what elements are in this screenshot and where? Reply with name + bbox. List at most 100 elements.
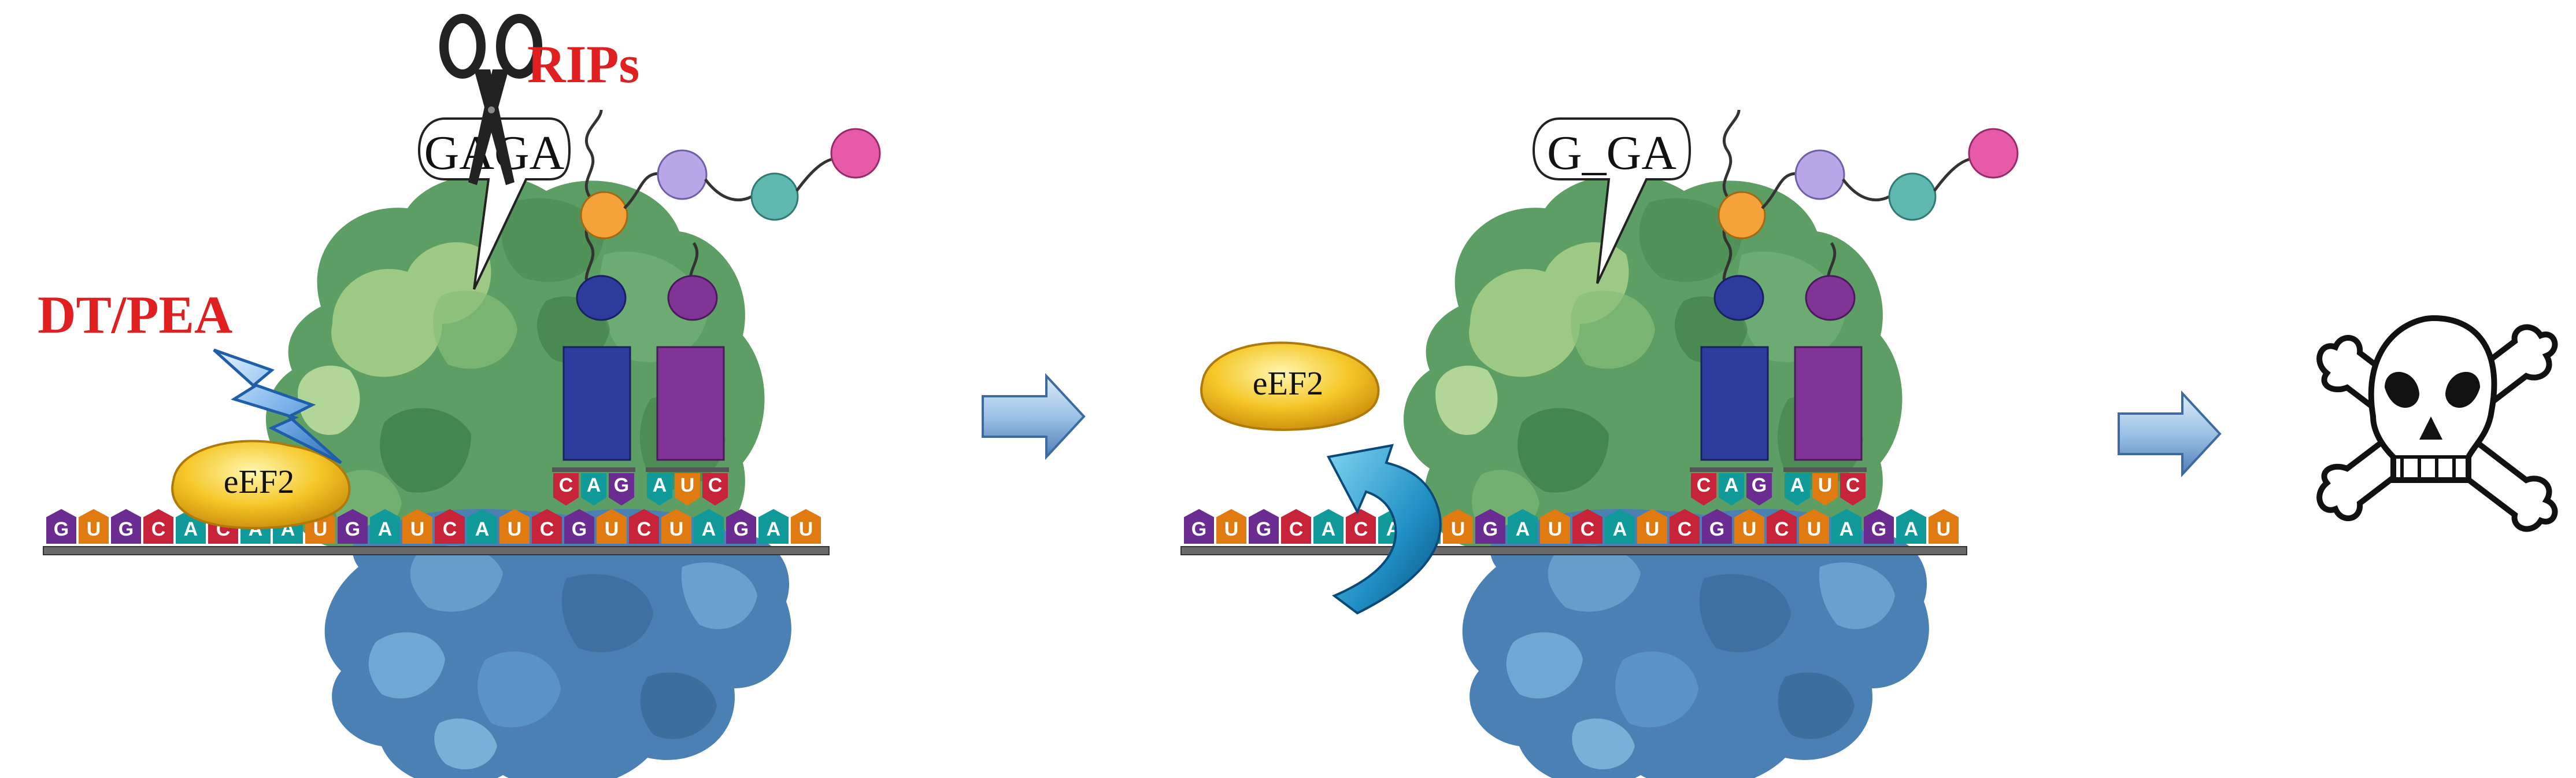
- svg-text:A: A: [653, 474, 667, 496]
- mrna-backbone: [43, 546, 830, 555]
- eef2-label: eEF2: [1253, 364, 1323, 402]
- nucleotide: U: [1637, 509, 1667, 544]
- nucleotide: A: [647, 473, 672, 506]
- nucleotide: U: [1443, 509, 1473, 544]
- nucleotide: A: [1896, 509, 1926, 544]
- svg-text:G: G: [1752, 474, 1767, 496]
- nucleotide: A: [694, 509, 724, 544]
- nucleotide: G: [1702, 509, 1732, 544]
- svg-text:U: U: [680, 474, 695, 496]
- nucleotide: C: [532, 509, 562, 544]
- nucleotide: A: [1719, 473, 1744, 506]
- arrow-right-icon: [982, 375, 1085, 458]
- callout-cleaved: G_GA: [1532, 117, 1692, 284]
- mrna-strand: GUGCACAAUGAUCAUCGUCUAGAU: [43, 509, 830, 555]
- svg-text:U: U: [410, 518, 425, 540]
- nucleotide: A: [1831, 509, 1861, 544]
- nucleotide: A: [467, 509, 497, 544]
- svg-text:C: C: [443, 518, 457, 540]
- svg-text:U: U: [87, 518, 101, 540]
- scissors-icon: [439, 14, 542, 185]
- nucleotide: U: [675, 473, 700, 506]
- eef2-protein-released: eEF2: [1200, 341, 1380, 431]
- nucleotide: G: [111, 509, 141, 544]
- nucleotide: A: [758, 509, 789, 544]
- nucleotide: C: [1767, 509, 1797, 544]
- callout-cleaved-text: G_GA: [1547, 126, 1676, 180]
- svg-text:A: A: [1904, 518, 1919, 540]
- nucleotide: U: [1799, 509, 1829, 544]
- nucleotide: U: [402, 509, 432, 544]
- svg-text:G: G: [572, 518, 587, 540]
- mrna-strand: GUGCACAAUGAUCAUCGUCUAGAU: [1180, 509, 1967, 555]
- nucleotide: U: [1929, 509, 1959, 544]
- svg-text:C: C: [1354, 518, 1368, 540]
- svg-text:A: A: [767, 518, 781, 540]
- svg-text:A: A: [702, 518, 716, 540]
- svg-text:C: C: [540, 518, 554, 540]
- nucleotide: U: [791, 509, 821, 544]
- svg-text:A: A: [378, 518, 393, 540]
- svg-text:C: C: [151, 518, 166, 540]
- svg-text:G: G: [734, 518, 749, 540]
- svg-text:U: U: [1807, 518, 1822, 540]
- svg-text:U: U: [669, 518, 684, 540]
- nucleotide: C: [1840, 473, 1866, 506]
- nucleotide: C: [1281, 509, 1311, 544]
- nucleotide: A: [1313, 509, 1343, 544]
- svg-text:G: G: [54, 518, 69, 540]
- curved-arrow-icon: [1326, 444, 1442, 615]
- nucleotide: C: [435, 509, 465, 544]
- svg-text:C: C: [1775, 518, 1789, 540]
- nucleotide: G: [726, 509, 756, 544]
- svg-text:G: G: [345, 518, 360, 540]
- eef2-protein: eEF2: [171, 440, 351, 529]
- nucleotide: U: [1216, 509, 1246, 544]
- nucleotide: G: [609, 473, 634, 506]
- nucleotide: A: [1508, 509, 1538, 544]
- nucleotide: A: [370, 509, 400, 544]
- svg-text:A: A: [1724, 474, 1739, 496]
- nucleotide: G: [1475, 509, 1505, 544]
- svg-text:A: A: [1322, 518, 1336, 540]
- svg-text:G: G: [1256, 518, 1271, 540]
- lightning-icon: [213, 348, 342, 464]
- svg-text:A: A: [587, 474, 601, 496]
- nucleotide: C: [1670, 509, 1700, 544]
- svg-text:U: U: [1818, 474, 1833, 496]
- rips-label: RIPs: [527, 35, 639, 94]
- svg-text:U: U: [1451, 518, 1465, 540]
- nucleotide: U: [1812, 473, 1838, 506]
- svg-text:A: A: [184, 518, 198, 540]
- svg-text:G: G: [1709, 518, 1724, 540]
- svg-text:G: G: [1191, 518, 1206, 540]
- svg-text:U: U: [1742, 518, 1757, 540]
- nucleotide: U: [79, 509, 109, 544]
- svg-text:A: A: [475, 518, 490, 540]
- svg-text:U: U: [1548, 518, 1563, 540]
- nucleotide: G: [564, 509, 594, 544]
- mrna-backbone: [1180, 546, 1967, 555]
- nucleotide: C: [143, 509, 173, 544]
- svg-text:C: C: [1846, 474, 1860, 496]
- nucleotide: U: [661, 509, 691, 544]
- nucleotide: G: [46, 509, 76, 544]
- dt-pea-label: DT/PEA: [38, 285, 232, 344]
- nucleotide: A: [581, 473, 606, 506]
- svg-text:U: U: [313, 518, 328, 540]
- svg-text:U: U: [1645, 518, 1660, 540]
- svg-text:C: C: [1581, 518, 1595, 540]
- nucleotide: C: [553, 473, 579, 506]
- svg-text:G: G: [1871, 518, 1886, 540]
- nucleotide: C: [629, 509, 659, 544]
- svg-text:C: C: [708, 474, 723, 496]
- svg-text:U: U: [508, 518, 522, 540]
- panel-depurinated-ribosome: CAG AUC GUGCACAAUGAUCAUCGUCUAGAU G_GA: [1180, 110, 2018, 778]
- nucleotide: U: [499, 509, 530, 544]
